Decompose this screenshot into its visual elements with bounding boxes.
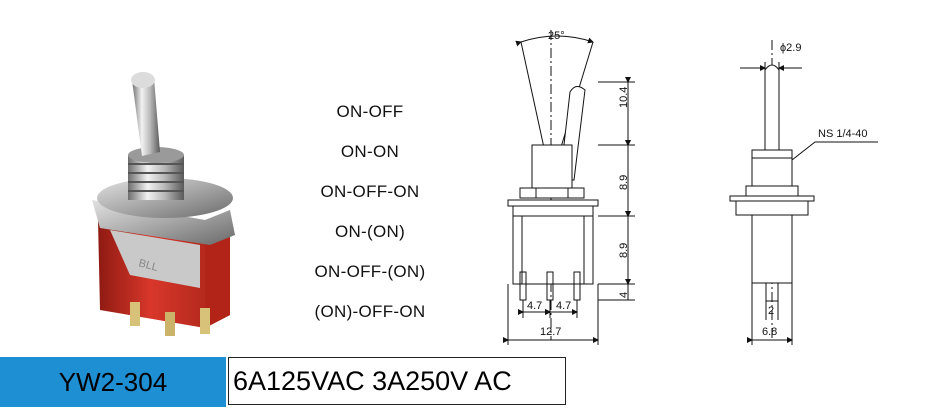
toggle-switch-photo: BLL [92, 72, 235, 336]
electrical-rating: 6A125VAC 3A250V AC [228, 357, 566, 405]
mode-item: ON-(ON) [334, 222, 406, 241]
body-width-label: 12.7 [540, 326, 562, 338]
threaded-bushing [97, 147, 233, 218]
thread-label: NS 1/4-40 [818, 128, 868, 140]
mode-item: ON-OFF-(ON) [314, 262, 426, 281]
body-height-label: 8.9 [618, 242, 630, 258]
pin-pitch-right-label: 4.7 [556, 300, 572, 312]
svg-text:BLL: BLL [137, 257, 159, 274]
pin-pitch-left-label: 4.7 [527, 300, 543, 312]
lever [131, 72, 160, 156]
mode-item: ON-ON [340, 142, 400, 161]
pin-length-label: 4 [618, 291, 630, 298]
pin-width-label: 2 [768, 305, 775, 317]
angle-label: 25° [548, 30, 565, 42]
model-number: YW2-304 [0, 357, 226, 407]
mode-item: ON-OFF [336, 102, 404, 121]
mode-item: (ON)-OFF-ON [314, 302, 426, 321]
lever-diameter-label: ϕ2.9 [780, 42, 802, 54]
lever-height-label: 10.4 [618, 86, 630, 108]
side-width-label: 6.8 [762, 326, 778, 338]
bushing-height-label: 8.9 [618, 174, 630, 190]
mode-item: ON-OFF-ON [320, 182, 420, 201]
terminal-pins [130, 302, 210, 336]
spec-footer: YW2-304 6A125VAC 3A250V AC [0, 357, 930, 407]
